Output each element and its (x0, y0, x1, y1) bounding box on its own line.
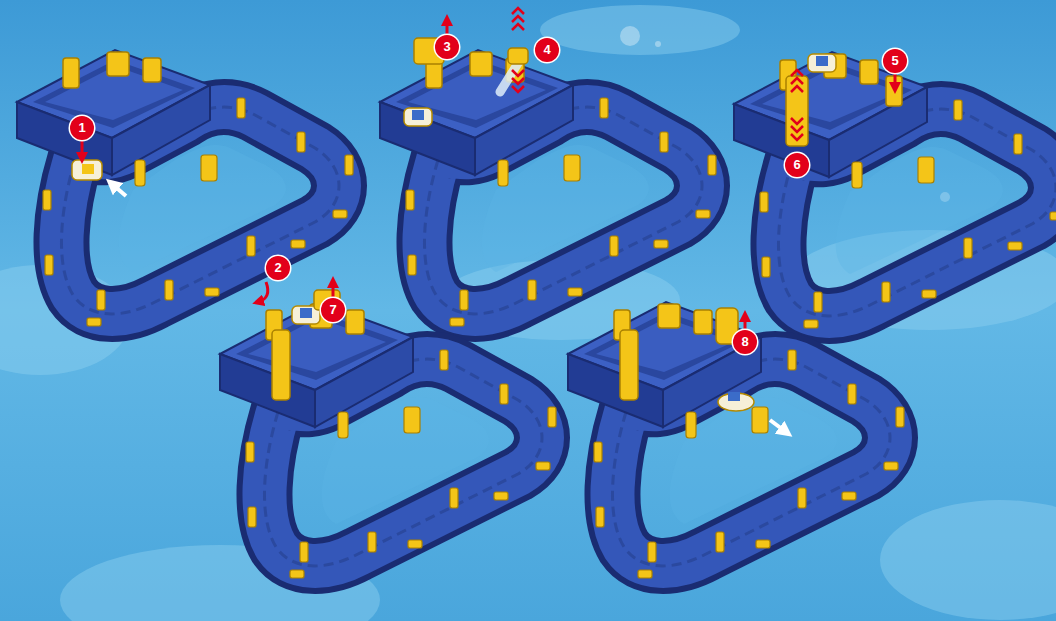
track-set (220, 302, 556, 578)
callout-number: 7 (321, 298, 345, 322)
callout-number: 1 (70, 116, 94, 140)
lift-chevrons (791, 70, 803, 140)
pump-chevrons (512, 8, 524, 92)
direction-arrow (81, 140, 84, 158)
direction-arrow (112, 184, 126, 196)
callout-number: 4 (535, 38, 559, 62)
lift (786, 76, 808, 146)
direction-arrow (446, 20, 449, 34)
direction-arrow (258, 282, 268, 302)
callout-number: 2 (266, 256, 290, 280)
track-set (380, 50, 716, 326)
lift (272, 330, 290, 400)
direction-arrow (744, 316, 747, 330)
callout-number: 6 (785, 153, 809, 177)
direction-arrow (332, 282, 335, 298)
callout-number: 5 (883, 49, 907, 73)
boat (404, 108, 432, 126)
lift (620, 330, 638, 400)
track-set (568, 302, 904, 578)
boat (72, 160, 102, 180)
boat (808, 54, 836, 72)
track-set (17, 50, 353, 326)
boat (718, 392, 754, 411)
callout-number: 8 (733, 330, 757, 354)
track-set (734, 52, 1056, 328)
callout-number: 3 (435, 35, 459, 59)
direction-arrow (894, 72, 897, 88)
direction-arrow (770, 420, 786, 432)
pump (508, 48, 528, 64)
